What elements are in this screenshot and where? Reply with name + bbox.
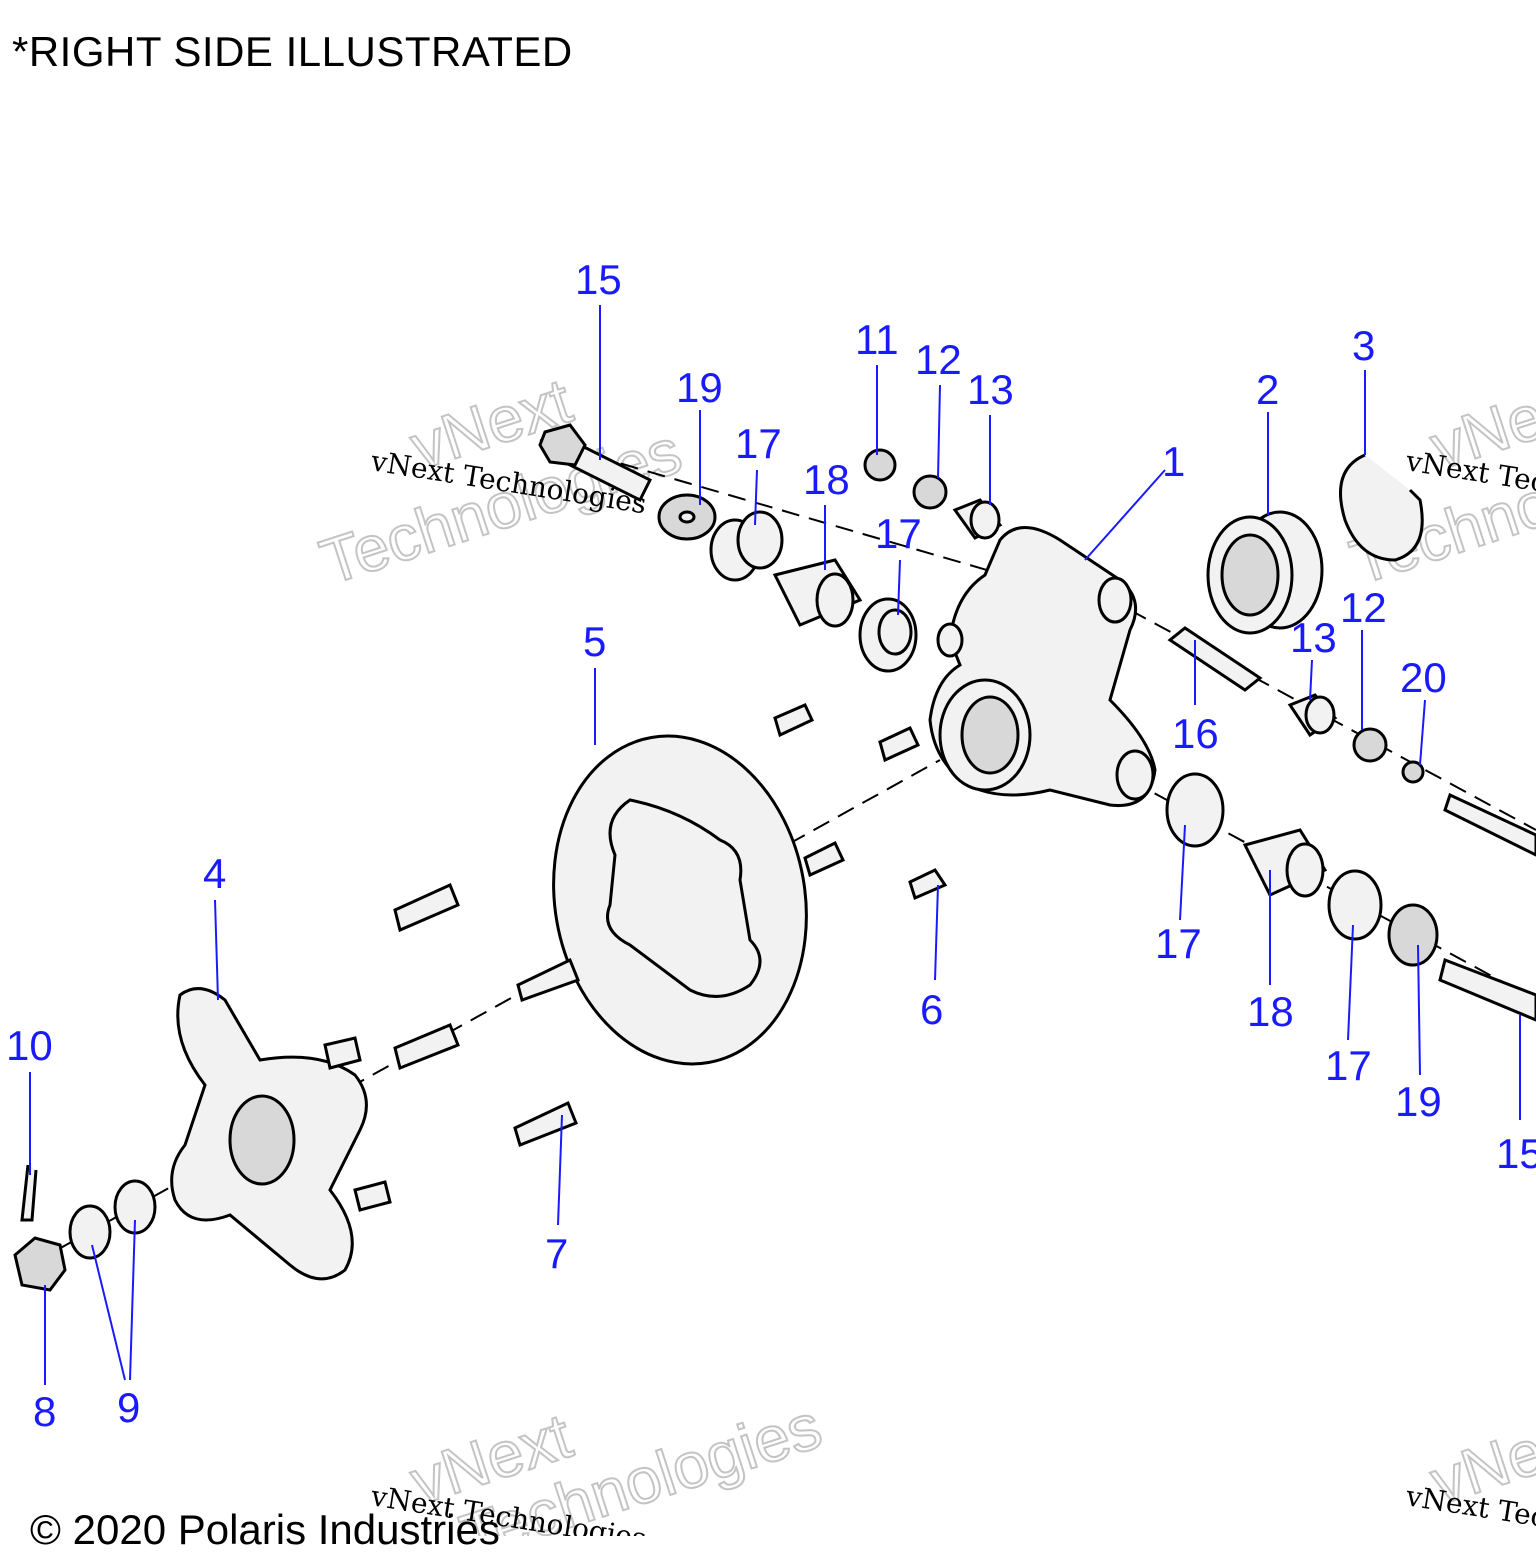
- nut-11: [863, 448, 897, 482]
- callout-2: 2: [1256, 366, 1279, 413]
- sleeve-18-upper: [772, 558, 863, 628]
- sleeve-end: [815, 572, 855, 628]
- callout-1: 1: [1162, 438, 1185, 485]
- callout-20: 20: [1400, 654, 1447, 701]
- hub-stud: [353, 1180, 392, 1212]
- brake-rotor-5: [552, 734, 808, 1066]
- callout-13-upper: 13: [967, 366, 1014, 413]
- leader-4: [214, 899, 219, 1001]
- callout-12-lower: 12: [1340, 584, 1387, 631]
- knuckle-upper-eye: [1097, 576, 1133, 624]
- leader-lines: [29, 305, 1521, 1385]
- bushing-17-upper-b-inner: [877, 608, 913, 656]
- stud-7-c: [393, 1023, 460, 1071]
- knuckle-1: [928, 526, 1157, 808]
- bearing-inner: [1220, 533, 1280, 617]
- knuckle-bore-inner: [960, 695, 1020, 775]
- bolt-head: [538, 423, 587, 467]
- leader-17-lower-b: [1347, 924, 1354, 1041]
- stud-7-b: [516, 957, 580, 1002]
- callout-17-upper-a: 17: [735, 420, 782, 467]
- callout-19-lower: 19: [1395, 1078, 1442, 1125]
- leader-19-lower: [1417, 944, 1421, 1076]
- leader-7: [557, 1114, 563, 1226]
- stud-6-c: [803, 840, 846, 878]
- rotor-center: [606, 798, 762, 998]
- leader-9-a: [91, 1244, 126, 1381]
- leader-12-upper: [937, 384, 941, 479]
- bushing-end: [1304, 695, 1336, 735]
- bushing-13-upper: [952, 498, 1003, 540]
- callout-19-upper: 19: [676, 364, 723, 411]
- sleeve-18-lower: [1242, 828, 1328, 898]
- leader-17-upper-b: [897, 559, 901, 616]
- callout-labels: 15 19 17 18 17 11 12 13 1 2 3 16 13 12 2…: [6, 256, 1536, 1435]
- callout-11: 11: [855, 316, 899, 363]
- wheel-hub-4: [170, 987, 392, 1281]
- bushing-13-lower: [1287, 693, 1338, 738]
- callout-17-lower-b: 17: [1325, 1042, 1372, 1089]
- callout-17-upper-b: 17: [875, 510, 922, 557]
- callout-3: 3: [1352, 322, 1375, 369]
- callout-18-lower: 18: [1247, 988, 1294, 1035]
- bushing-face-back: [736, 510, 784, 570]
- bushing-17-lower-a: [1165, 772, 1225, 848]
- bolt-15-lower: [1438, 957, 1536, 1022]
- pin-16: [1167, 626, 1263, 692]
- callout-13-lower: 13: [1290, 614, 1337, 661]
- spacer-12-upper: [912, 474, 948, 510]
- leader-1: [1084, 469, 1166, 561]
- callout-12-upper: 12: [915, 336, 962, 383]
- washer-19-lower: [1387, 903, 1439, 967]
- bearing-2: [1206, 510, 1324, 635]
- knuckle-mount-eye: [936, 622, 964, 658]
- snap-ring-3: [1339, 453, 1424, 562]
- sleeve-end: [1285, 842, 1325, 898]
- cotter-pin-10: [20, 1164, 38, 1222]
- callout-9: 9: [117, 1384, 140, 1431]
- bolt-15-upper: [538, 423, 653, 503]
- callout-17-lower-a: 17: [1155, 920, 1202, 967]
- callout-7: 7: [545, 1230, 568, 1277]
- knuckle-lower-eye: [1115, 749, 1155, 801]
- hub-axis: [29, 759, 941, 1266]
- castle-nut-8: [13, 1236, 67, 1292]
- leader-6: [934, 884, 939, 981]
- leader-13-lower: [1309, 659, 1313, 701]
- bushing-end: [969, 500, 1001, 540]
- bolt-15-right-upper: [1443, 792, 1536, 857]
- callout-15-lower: 15: [1496, 1130, 1536, 1177]
- callout-8: 8: [33, 1388, 56, 1435]
- hub-bore: [228, 1094, 296, 1186]
- callout-16: 16: [1172, 710, 1219, 757]
- leader-9-b: [129, 1219, 136, 1381]
- stud-6-a: [773, 703, 814, 738]
- copyright-notice: © 2020 Polaris Industries: [30, 1506, 500, 1553]
- callout-18-upper: 18: [803, 456, 850, 503]
- stud-7-d: [513, 1100, 578, 1147]
- washer-9-a: [68, 1204, 112, 1260]
- callout-10: 10: [6, 1022, 53, 1069]
- leader-17-lower-a: [1179, 824, 1186, 921]
- bushing-17-lower-b: [1327, 869, 1383, 941]
- spacer-12-lower: [1352, 727, 1388, 763]
- washer-19-upper-hole: [678, 510, 696, 524]
- callout-6: 6: [920, 986, 943, 1033]
- stud-7-a: [393, 882, 460, 933]
- diagram-heading: *RIGHT SIDE ILLUSTRATED: [12, 28, 573, 75]
- hub-stud: [323, 1036, 362, 1070]
- callout-5: 5: [583, 618, 606, 665]
- leader-20: [1419, 699, 1426, 766]
- leader-17-upper-a: [754, 469, 758, 526]
- callout-15-upper: 15: [575, 256, 622, 303]
- stud-6-d: [908, 868, 948, 901]
- bushing-17-upper-a: [709, 510, 784, 582]
- stud-6-b: [878, 726, 921, 763]
- washer-20: [1401, 760, 1425, 784]
- callout-4: 4: [203, 850, 226, 897]
